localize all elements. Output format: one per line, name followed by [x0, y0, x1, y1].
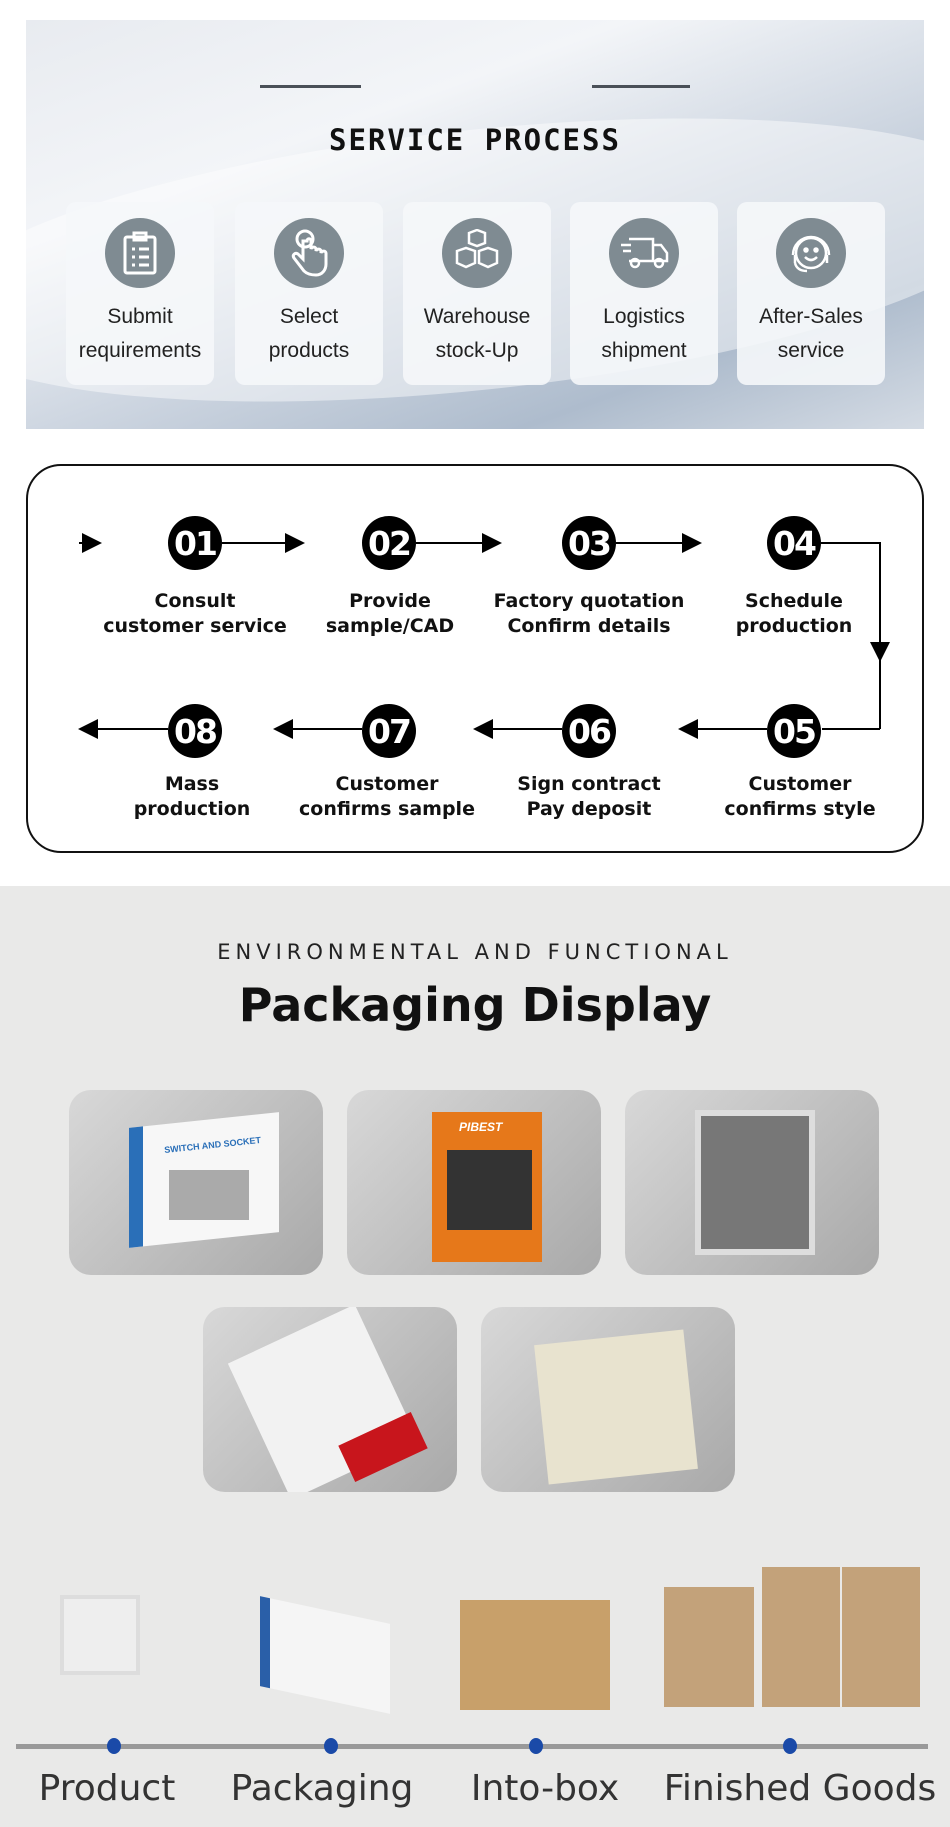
timeline-dot [324, 1738, 338, 1754]
clipboard-icon [105, 218, 175, 288]
step-label: shipment [601, 339, 687, 362]
packaging-photo-ziplock-bag [203, 1307, 457, 1492]
decorative-line [592, 85, 690, 88]
step-number: 06 [562, 704, 616, 758]
boxes-icon [442, 218, 512, 288]
order-flow-diagram [26, 464, 924, 853]
section-subtitle: ENVIRONMENTAL AND FUNCTIONAL [217, 940, 733, 964]
packaging-photo-orange-box: PIBEST [347, 1090, 601, 1275]
step-label: After-Sales [759, 305, 863, 328]
timeline-dot [783, 1738, 797, 1754]
step-number: 03 [562, 516, 616, 570]
step-number: 05 [767, 704, 821, 758]
step-number: 08 [168, 704, 222, 758]
timeline-label: Product [38, 1768, 176, 1809]
step-number: 04 [767, 516, 821, 570]
packaging-photo [250, 1590, 410, 1720]
step-label: service [777, 339, 845, 362]
timeline-line [16, 1744, 928, 1749]
service-step-card: Submit requirements [66, 202, 214, 385]
headset-icon [776, 218, 846, 288]
timeline-label: Finished Goods [663, 1768, 937, 1809]
step-number: 01 [168, 516, 222, 570]
timeline-label: Packaging [230, 1768, 414, 1809]
step-label: Select [279, 305, 339, 328]
service-step-card: Warehouse stock-Up [403, 202, 551, 385]
packaging-photo-clear-box [625, 1090, 879, 1275]
step-label: Submit [107, 305, 173, 328]
service-step-card: Select products [235, 202, 383, 385]
step-number: 07 [362, 704, 416, 758]
service-process-banner: SERVICE PROCESS Submit requirements Selec… [26, 20, 924, 429]
step-label: stock-Up [435, 339, 519, 362]
decorative-line [260, 85, 361, 88]
service-step-card: Logistics shipment [570, 202, 718, 385]
timeline-label: Into-box [470, 1768, 620, 1809]
packaging-photo-switch-box: SWITCH AND SOCKET [69, 1090, 323, 1275]
hand-pointer-icon [274, 218, 344, 288]
service-step-card: After-Sales service [737, 202, 885, 385]
step-label: requirements [78, 339, 202, 362]
step-label: Logistics [603, 305, 685, 328]
section-title: SERVICE PROCESS [329, 123, 621, 157]
step-label: products [268, 339, 350, 362]
finished-goods-photo [660, 1567, 925, 1717]
product-photo [40, 1595, 210, 1725]
truck-icon [609, 218, 679, 288]
brand-label: PIBEST [459, 1120, 503, 1134]
flow-connector-lines [78, 533, 890, 739]
step-label: Warehouse [423, 305, 531, 328]
timeline-dot [529, 1738, 543, 1754]
packaging-photo-foam-bag [481, 1307, 735, 1492]
into-box-photo [455, 1580, 620, 1720]
timeline-dot [107, 1738, 121, 1754]
section-title: Packaging Display [238, 978, 712, 1032]
step-number: 02 [362, 516, 416, 570]
